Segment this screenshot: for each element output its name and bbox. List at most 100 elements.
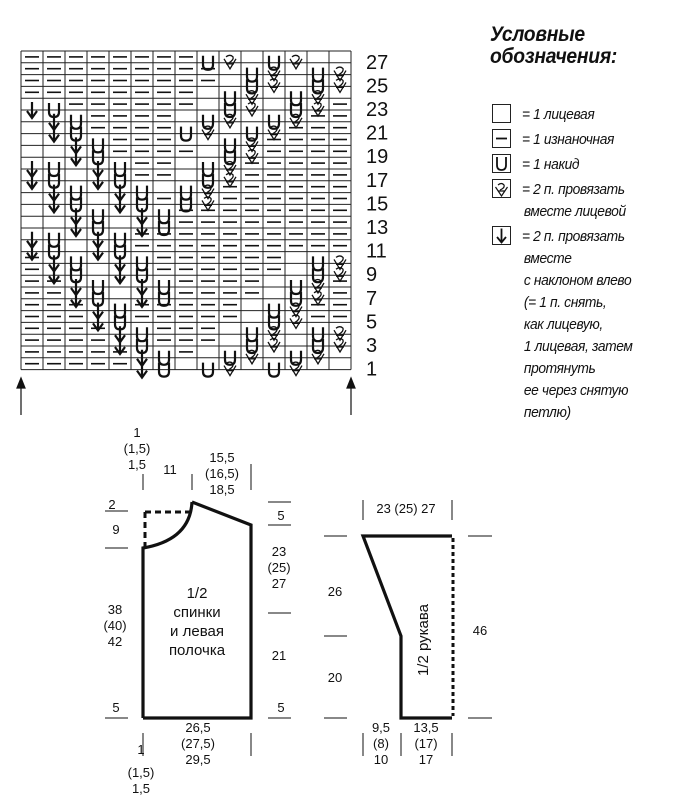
bottom-dim-2: (27,5) xyxy=(181,736,215,751)
yarn-over-stitch xyxy=(201,362,215,378)
yarn-over-stitch xyxy=(47,232,61,248)
k2tog-stitch xyxy=(267,337,281,354)
yarn-over-stitch xyxy=(113,303,127,319)
armhole-dim-3: 27 xyxy=(272,576,286,591)
chart-width-arrows xyxy=(16,376,356,415)
yarn-over-icon xyxy=(492,154,511,173)
yarn-over-stitch xyxy=(135,256,149,272)
ssk-stitch xyxy=(26,172,38,191)
legend: = 1 лицевая= 1 изнаночная= 1 накид= 2 п.… xyxy=(490,104,685,427)
bottom-dim-3: 29,5 xyxy=(185,752,210,767)
cuff-right-dim-3: 17 xyxy=(419,752,433,767)
k2tog-stitch xyxy=(333,66,347,82)
ssk-stitch xyxy=(26,102,38,120)
k2tog-stitch xyxy=(267,326,281,342)
sleeve-label: 1/2 рукава xyxy=(415,603,432,676)
hem-right-dim: 5 xyxy=(277,700,284,715)
legend-title: Условные обозначения: xyxy=(490,24,617,68)
legend-line: (= 1 п. снять, xyxy=(523,294,607,311)
yarn-over-stitch xyxy=(289,103,303,119)
bottom-left-dim-1: 1 xyxy=(137,742,144,757)
k2tog-stitch xyxy=(289,54,303,71)
yarn-over-stitch xyxy=(91,138,105,154)
bottom-left-dim-3: 1,5 xyxy=(132,781,150,796)
row-number: 19 xyxy=(366,146,388,168)
ssk-stitch xyxy=(114,267,126,286)
yarn-over-stitch xyxy=(157,291,171,307)
legend-item-text: = 1 накид xyxy=(522,154,672,176)
yarn-over-stitch xyxy=(245,67,259,83)
legend-line: ее через снятую xyxy=(523,382,629,399)
yarn-over-stitch xyxy=(91,209,105,225)
yarn-over-stitch xyxy=(157,221,171,237)
legend-line: с наклоном влево xyxy=(523,272,632,289)
legend-item-text: = 1 изнаночная xyxy=(522,129,672,151)
length-dim-1: 38 xyxy=(108,602,122,617)
yarn-over-stitch xyxy=(201,173,215,189)
yarn-over-stitch xyxy=(267,55,281,71)
row-number: 23 xyxy=(366,99,388,121)
yarn-over-stitch xyxy=(289,280,303,296)
k2tog-stitch xyxy=(223,160,237,177)
yarn-over-stitch xyxy=(201,162,215,178)
sleeve-top-width: 23 (25) 27 xyxy=(376,501,435,516)
row-number: 5 xyxy=(366,311,377,333)
yarn-over-stitch xyxy=(311,268,325,284)
ssk-stitch xyxy=(48,267,60,286)
k2tog-icon-icon xyxy=(492,179,511,198)
legend-title-line-2: обозначения: xyxy=(490,45,618,68)
cuff-left-dim-3: 10 xyxy=(374,752,388,767)
legend-line: = 1 изнаночная xyxy=(522,131,615,148)
yarn-over-stitch xyxy=(311,79,325,95)
k2tog-stitch xyxy=(245,349,259,366)
bottom-dim-1: 26,5 xyxy=(185,720,210,735)
k2tog-stitch xyxy=(289,361,303,377)
yarn-over-stitch xyxy=(311,256,325,272)
ssk-stitch xyxy=(92,314,104,333)
row-number: 27 xyxy=(366,52,388,74)
yarn-over-stitch xyxy=(201,114,215,130)
k2tog-stitch xyxy=(223,113,237,130)
k2tog-stitch xyxy=(267,78,281,94)
row-number: 25 xyxy=(366,75,388,97)
ssk-stitch xyxy=(92,243,104,262)
yarn-over-stitch xyxy=(69,114,83,130)
yarn-over-stitch xyxy=(223,150,237,166)
yarn-over-stitch xyxy=(179,197,193,213)
hem-left-dim: 5 xyxy=(112,700,119,715)
yarn-over-stitch xyxy=(135,327,149,343)
neck-depth-9: 9 xyxy=(112,522,119,537)
legend-item-yarn-over-symbol: = 1 накид xyxy=(490,154,685,176)
k2tog-stitch xyxy=(333,255,347,271)
yarn-over-stitch xyxy=(311,339,325,355)
ssk-stitch xyxy=(114,196,126,215)
top-left-dim-1: 1 xyxy=(133,425,140,440)
yarn-over-stitch xyxy=(91,280,105,296)
cuff-right-dim-2: (17) xyxy=(414,736,437,751)
legend-line: = 2 п. провязать xyxy=(522,181,625,198)
yarn-over-stitch xyxy=(157,209,171,225)
yarn-over-stitch xyxy=(157,350,171,366)
yarn-over-stitch xyxy=(223,350,237,366)
k2tog-stitch xyxy=(333,326,347,342)
cuff-left-dim-2: (8) xyxy=(373,736,389,751)
ssk-stitch xyxy=(136,220,148,238)
yarn-over-stitch xyxy=(289,291,303,307)
k2tog-stitch xyxy=(201,184,215,200)
ssk-stitch xyxy=(26,243,38,262)
k2tog-stitch xyxy=(223,361,237,377)
k2tog-stitch xyxy=(289,302,303,318)
row-number: 1 xyxy=(366,359,377,381)
shoulder-drop-dim: 5 xyxy=(277,508,284,523)
body-label-l4: полочка xyxy=(169,642,226,659)
ssk-stitch xyxy=(92,172,104,191)
yarn-over-stitch xyxy=(223,138,237,154)
body-label-l1: 1/2 xyxy=(187,585,208,602)
neck-width-dim: 11 xyxy=(163,462,177,477)
k2tog-stitch xyxy=(311,90,325,106)
yarn-over-stitch xyxy=(311,327,325,343)
side-dim: 21 xyxy=(272,648,286,663)
row-number: 17 xyxy=(366,170,388,192)
